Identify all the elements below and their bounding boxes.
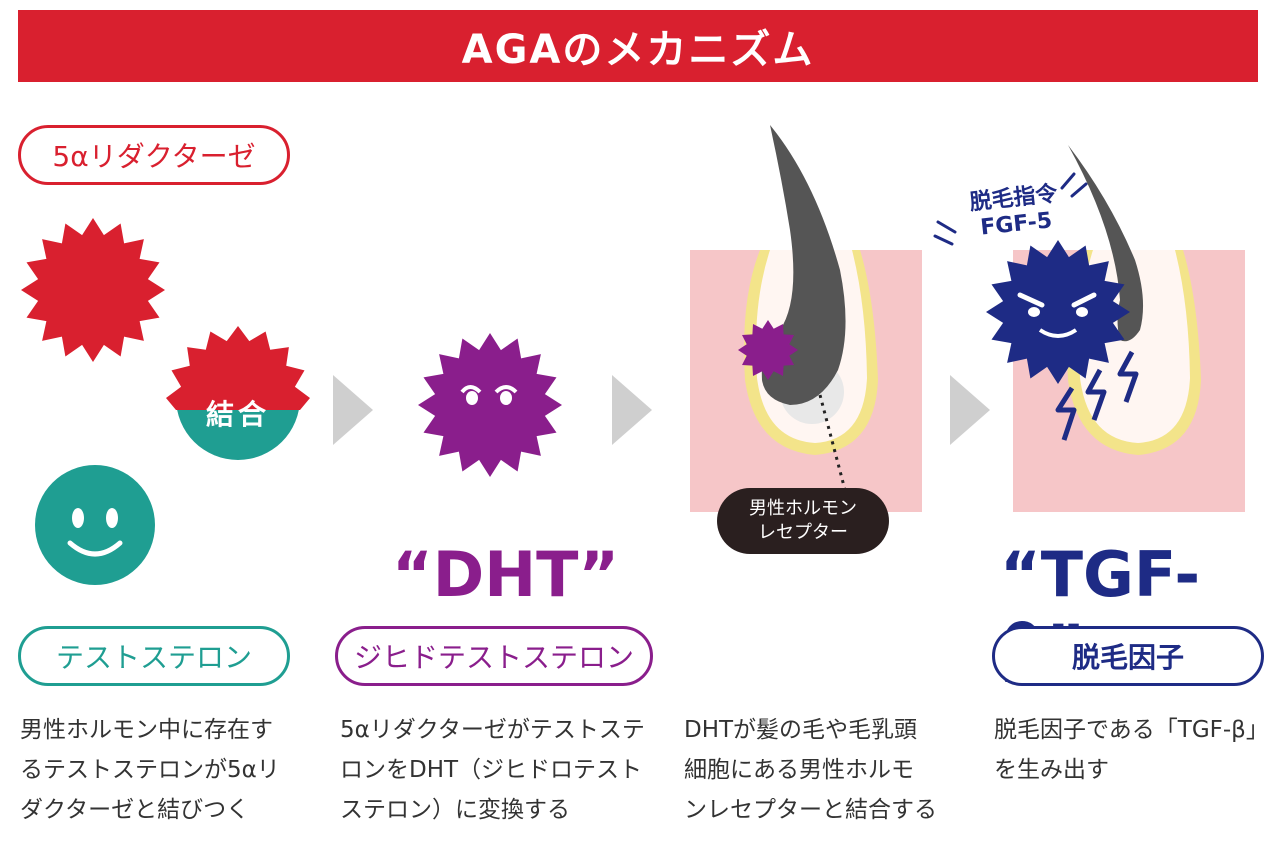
hair-icon bbox=[1068, 145, 1144, 342]
small-dht-icon bbox=[738, 320, 798, 380]
testosterone-label: テストステロン bbox=[55, 641, 252, 674]
step1-line: るテストステロンが5αリ bbox=[20, 757, 280, 783]
dihydro-label: ジヒドテストステロン bbox=[353, 641, 634, 674]
step2-line: 5αリダクターゼがテストステ bbox=[340, 717, 645, 743]
hairloss-factor-pill: 脱毛因子 bbox=[992, 626, 1264, 686]
step3-description: DHTが髪の毛や毛乳頭 細胞にある男性ホルモ ンレセプターと結合する bbox=[684, 710, 937, 830]
step4-description: 脱毛因子である「TGF-β」 を生み出す bbox=[994, 710, 1269, 790]
angry-fgf-icon bbox=[986, 240, 1130, 384]
step2-description: 5αリダクターゼがテストステ ロンをDHT（ジヒドロテスト ステロン）に変換する bbox=[340, 710, 645, 830]
arrow-right-icon bbox=[950, 375, 990, 445]
smiley-testosterone-icon bbox=[35, 465, 155, 585]
step1-line: 男性ホルモン中に存在す bbox=[20, 717, 273, 743]
step3-line: ンレセプターと結合する bbox=[684, 797, 937, 823]
step4-line: を生み出す bbox=[994, 757, 1109, 783]
step3-line: 細胞にある男性ホルモ bbox=[684, 757, 914, 783]
hairloss-factor-label: 脱毛因子 bbox=[1071, 641, 1184, 674]
receptor-line2: レセプター bbox=[758, 522, 848, 543]
step1-description: 男性ホルモン中に存在す るテストステロンが5αリ ダクターゼと結びつく bbox=[20, 710, 280, 830]
lightning-icon bbox=[1055, 350, 1139, 441]
title-banner: AGAのメカニズム bbox=[18, 10, 1258, 82]
dht-big-label: “DHT” bbox=[392, 538, 620, 611]
emphasis-lines-icon bbox=[933, 172, 1088, 246]
bind-label: 結合 bbox=[205, 398, 270, 431]
page-title: AGAのメカニズム bbox=[461, 27, 815, 73]
spiky-red-enzyme-icon bbox=[21, 218, 165, 362]
dihydro-pill: ジヒドテストステロン bbox=[335, 626, 653, 686]
sad-dht-icon bbox=[418, 333, 562, 477]
testosterone-pill: テストステロン bbox=[18, 626, 290, 686]
step2-line: ロンをDHT（ジヒドロテスト bbox=[340, 757, 643, 783]
enzyme-label: 5αリダクターゼ bbox=[52, 140, 256, 173]
step1-line: ダクターゼと結びつく bbox=[20, 797, 250, 823]
arrow-right-icon bbox=[333, 375, 373, 445]
step2-line: ステロン）に変換する bbox=[340, 797, 570, 823]
enzyme-pill: 5αリダクターゼ bbox=[18, 125, 290, 185]
bind-spikes-icon bbox=[166, 326, 310, 410]
step3-line: DHTが髪の毛や毛乳頭 bbox=[684, 717, 918, 743]
receptor-line1: 男性ホルモン bbox=[749, 498, 857, 519]
receptor-callout: 男性ホルモン レセプター bbox=[717, 488, 889, 554]
step4-line: 脱毛因子である「TGF-β」 bbox=[994, 717, 1269, 743]
arrow-right-icon bbox=[612, 375, 652, 445]
